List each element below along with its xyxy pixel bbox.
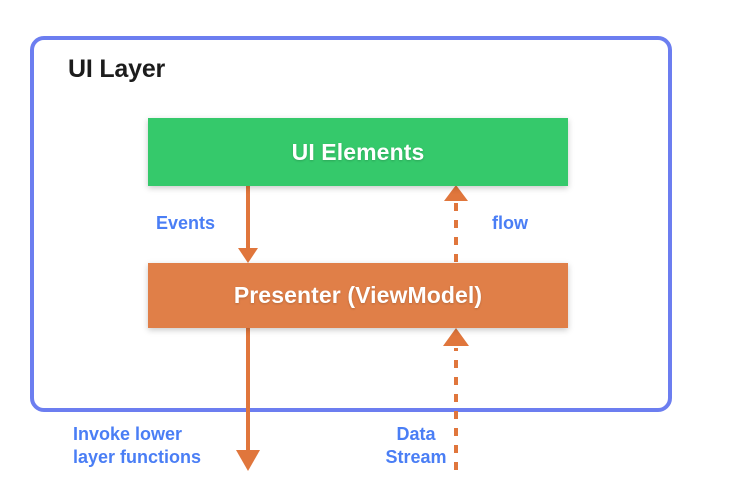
arrow-label-data-stream: Data Stream [385, 424, 447, 467]
ui-layer-title: UI Layer [68, 55, 166, 83]
arrow-label-flow: flow [492, 213, 528, 233]
arrow-label-events: Events [156, 213, 216, 233]
block-ui-elements[interactable]: UI Elements [148, 118, 568, 186]
block-presenter[interactable]: Presenter (ViewModel) [148, 263, 568, 328]
arrow-label-invoke-lower-layer: Invoke lower layer functions [73, 424, 202, 467]
ui-layer-container [30, 36, 672, 412]
